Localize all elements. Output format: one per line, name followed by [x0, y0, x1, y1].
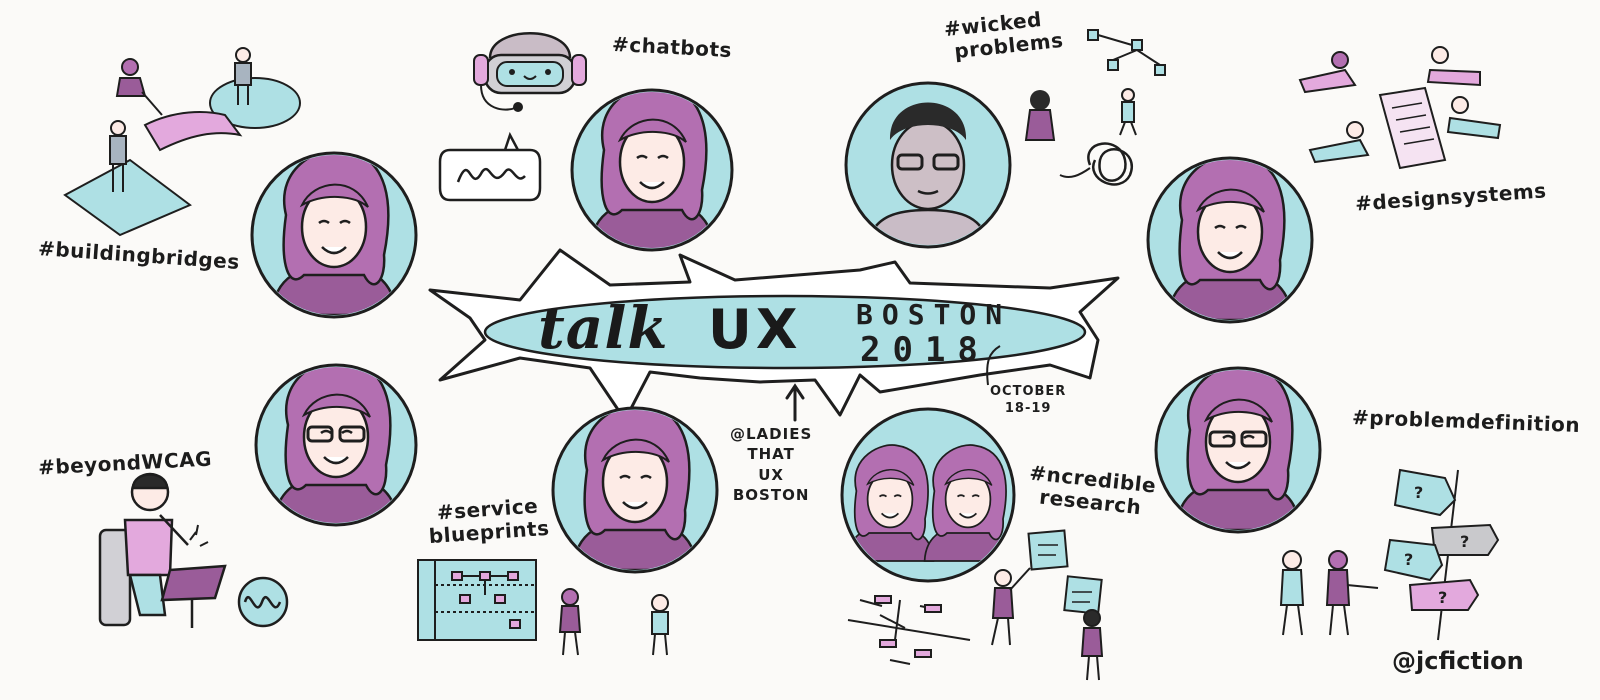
organizer-line-4: BOSTON	[732, 485, 810, 504]
svg-text:?: ?	[1438, 588, 1447, 607]
bridge-icon	[63, 47, 301, 237]
robot-headset-icon	[473, 32, 587, 112]
title-banner	[428, 248, 1120, 422]
svg-text:?: ?	[1414, 483, 1423, 502]
title-talk: talk	[538, 294, 669, 362]
organizer-line-1: @LADIES	[730, 425, 813, 443]
organizer-handle: @LADIES THAT UX BOSTON	[730, 424, 812, 505]
speaker-portrait-1	[250, 151, 418, 319]
event-days: 18-19	[1004, 400, 1052, 416]
signpost-icon	[1279, 468, 1500, 641]
speaker-portrait-4	[1146, 156, 1314, 324]
artist-credit: @jcfiction	[1392, 647, 1524, 675]
speaker-portrait-7	[840, 407, 1016, 583]
document-icon	[1298, 46, 1502, 170]
organizer-line-3: UX	[758, 465, 784, 484]
svg-text:?: ?	[1404, 550, 1413, 569]
title-ux: UX	[708, 298, 802, 361]
event-dates: OCTOBER 18-19	[990, 384, 1066, 418]
speaker-portrait-8	[1154, 366, 1322, 534]
speaker-portrait-3	[844, 81, 1012, 249]
svg-text:?: ?	[1460, 532, 1469, 551]
tangle-icon	[1024, 90, 1133, 186]
title-year: 2018	[860, 330, 990, 370]
organizer-arrow	[785, 345, 1001, 422]
organizer-line-2: THAT	[747, 445, 795, 464]
speaker-portrait-5	[254, 363, 418, 527]
event-month: OCTOBER	[990, 384, 1067, 399]
signpost-question-marks: ????	[1404, 483, 1469, 607]
sticky-notes-icon	[847, 529, 1104, 681]
speaker-portrait-6	[551, 406, 719, 574]
microphone-icon	[98, 472, 227, 628]
blueprint-icon	[417, 559, 669, 656]
flowchart-icon	[1087, 29, 1166, 136]
speaker-portrait-2	[570, 88, 734, 252]
title-city: BOSTON	[856, 298, 1012, 331]
waveform-icon	[237, 576, 289, 628]
hashtag-service-blueprints: #service blueprints	[427, 494, 550, 549]
chat-bubble-icon	[438, 131, 542, 202]
